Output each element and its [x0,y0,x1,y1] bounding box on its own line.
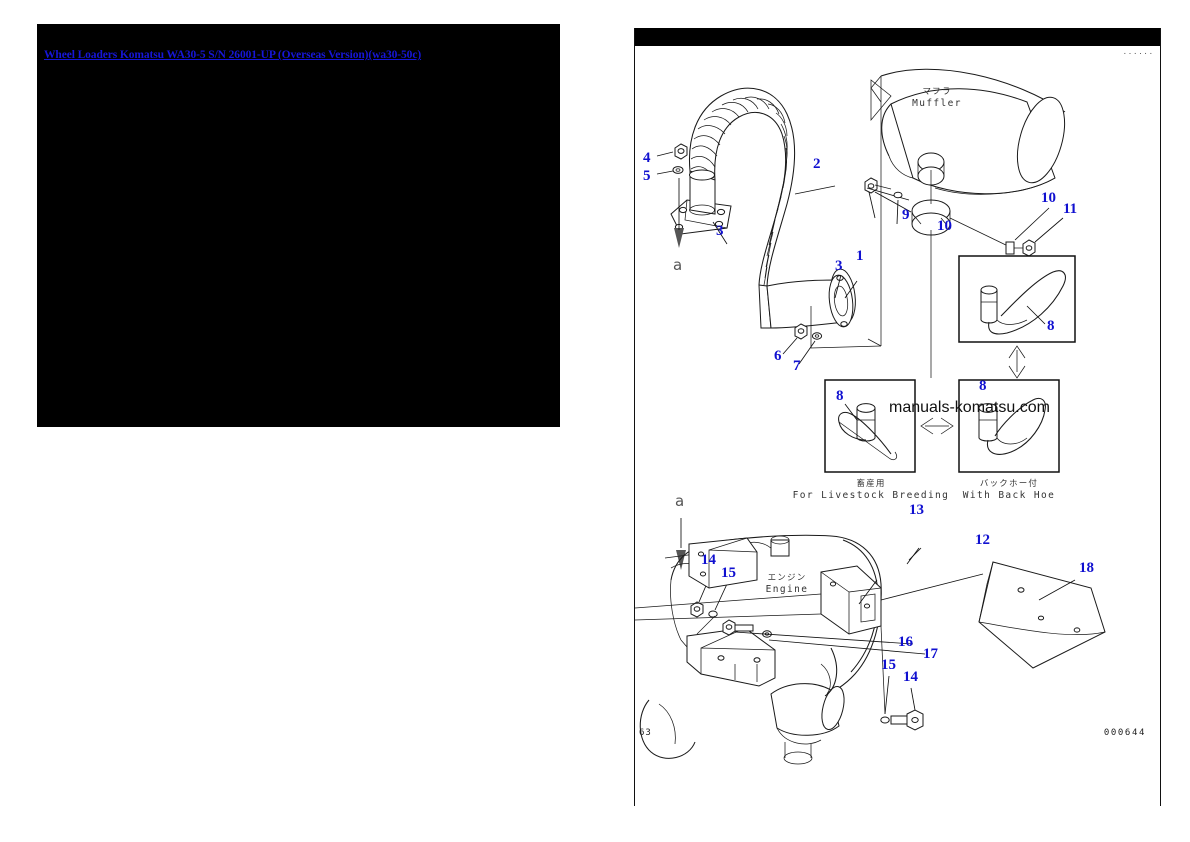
callout-15: 15 [721,565,736,581]
parts-drawing-panel: ...... [634,28,1161,806]
callout-1: 1 [856,248,864,264]
callout-6: 6 [774,348,782,364]
svg-text:a: a [675,492,684,510]
livestock-label-en: For Livestock Breeding [793,490,950,501]
sheet-code: 000644 [1103,728,1146,738]
callout-12: 12 [975,532,990,548]
catalog-title-link[interactable]: Wheel Loaders Komatsu WA30-5 S/N 26001-U… [44,49,422,61]
engine-label-en: Engine [766,584,809,595]
livestock-label-jp: 畜産用 [856,478,885,489]
callout-5: 5 [643,168,651,184]
site-watermark: manuals-komatsu.com [889,399,1050,416]
drawing-header-code: ...... [1122,48,1154,56]
callout-3: 3 [716,223,724,239]
callout-15b: 15 [881,657,896,673]
callout-14: 14 [701,552,717,568]
callout-17: 17 [923,646,939,662]
callout-10: 10 [937,218,952,234]
callout-8b: 8 [836,388,844,404]
callout-8c: 8 [979,378,987,394]
svg-text:a: a [673,256,682,274]
callout-11: 11 [1063,201,1077,217]
muffler-label-en: Muffler [912,98,962,109]
back-hoe-label-jp: バックホー付 [980,478,1038,489]
callout-18: 18 [1079,560,1094,576]
callout-2: 2 [813,156,821,172]
drawing-header-bar [635,28,1160,46]
callout-10b: 10 [1041,190,1056,206]
engine-label-jp: エンジン [768,573,807,583]
callout-9: 9 [902,207,910,223]
callout-14b: 14 [903,669,919,685]
callout-3b: 3 [835,258,843,274]
callout-16: 16 [898,634,914,650]
preview-panel: Wheel Loaders Komatsu WA30-5 S/N 26001-U… [37,24,560,427]
exhaust-assembly-drawing: a マフラ Muffler [635,68,1106,765]
callout-13: 13 [909,502,924,518]
page-number: 63 [639,728,652,738]
muffler-label-jp: マフラ [922,87,951,97]
back-hoe-label-en: With Back Hoe [963,490,1056,501]
callout-7: 7 [793,358,801,374]
callout-4: 4 [643,150,651,166]
callout-8: 8 [1047,318,1055,334]
